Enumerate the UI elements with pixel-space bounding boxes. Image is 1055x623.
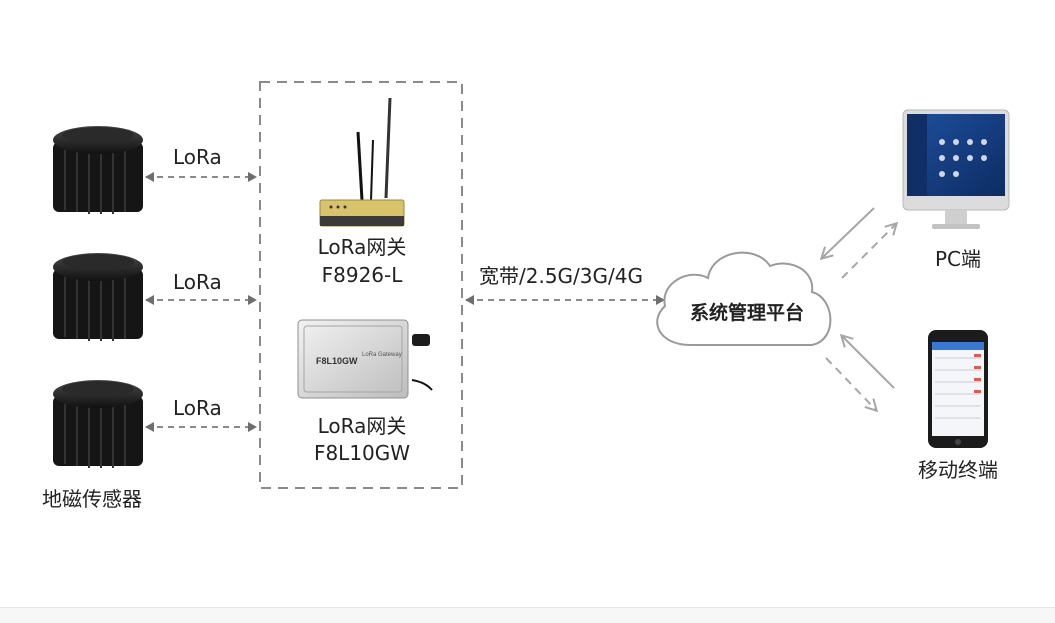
lora-label-2: LoRa (173, 270, 222, 294)
mobile-phone-icon (928, 330, 988, 448)
cloud-pc-arrow-solid (822, 207, 875, 258)
cloud-label: 系统管理平台 (689, 302, 805, 324)
gateway2-name: LoRa网关 (317, 414, 407, 438)
cloud-mobile-arrow-dashed (825, 357, 876, 410)
magnetic-sensor-3 (53, 380, 143, 468)
lora-label-3: LoRa (173, 396, 222, 420)
backhaul-label: 宽带/2.5G/3G/4G (479, 264, 643, 288)
mobile-label: 移动终端 (918, 458, 998, 482)
gateway1-name: LoRa网关 (317, 235, 407, 259)
cloud-pc-arrow-dashed (841, 224, 896, 279)
gateway2-model-print: F8L10GW (316, 356, 358, 366)
pc-monitor-icon (902, 109, 1010, 229)
magnetic-sensor-2 (53, 253, 143, 341)
gateway2-model: F8L10GW (313, 441, 411, 465)
cloud-mobile-arrow-solid (842, 336, 895, 389)
lora-label-1: LoRa (173, 145, 222, 169)
gateway2-sub-print: LoRa Gateway (362, 352, 402, 358)
cloud-shape (656, 251, 832, 346)
outdoor-gateway-device: F8L10GW LoRa Gateway (297, 319, 433, 399)
sensor-label: 地磁传感器 (42, 487, 142, 511)
bottom-toolbar-strip (0, 607, 1055, 623)
gateway-group-box (259, 81, 463, 489)
pc-label: PC端 (934, 247, 982, 271)
gateway1-model: F8926-L (321, 263, 403, 287)
router-gateway-device (319, 97, 405, 227)
magnetic-sensor-1 (53, 126, 143, 214)
